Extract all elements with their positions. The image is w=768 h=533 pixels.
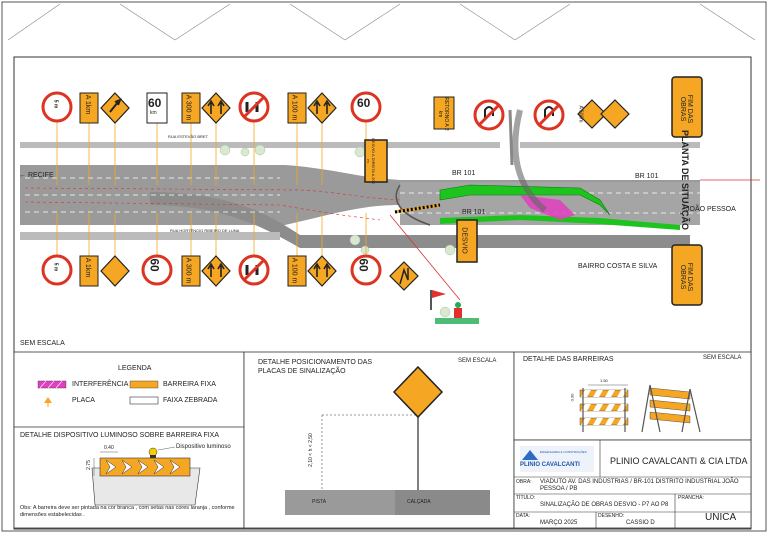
logo-text: PLINIO CAVALCANTI [520,462,580,468]
label-bairro: BAIRRO COSTA E SILVA [578,263,658,270]
dim-width: 0.40 [104,445,114,451]
detail-bar-scale: SEM ESCALA [703,355,742,361]
dim-top: 1.50 [600,378,608,383]
detail-pos-scale: SEM ESCALA [458,358,497,364]
sign-desvio-200: DESVIO A DIREITA A 200 m [366,138,376,184]
label-br101-b: BR 101 [635,173,659,180]
sign-a100-top: A 100 m [290,94,298,121]
detail-bar-title: DETALHE DAS BARREIRAS [523,356,614,363]
data-value: MARÇO 2025 [540,520,578,526]
sign-a300-top: A 300 m [184,94,192,121]
sign-a1km-top: A 1km [84,94,92,115]
speed-60-d: 60 [356,258,371,272]
legend-title: LEGENDA [118,365,152,372]
legend-interferencia: INTERFERÊNCIA [72,381,129,388]
plan-title: PLANTA DE SITUAÇÃO [680,130,690,230]
label-rua-bottom: RUA HORTÊNCIO RIBEIRO DE LUNA [170,228,240,233]
sign-a1km-bottom: A 1km [84,257,92,278]
speed-60-b: 60 [147,258,162,272]
barrier-drawing [579,384,701,433]
speed-60-c: 60 [357,96,371,110]
sign-a300-bottom: A 300 m [184,257,192,284]
legend-barreira: BARREIRA FIXA [163,381,216,388]
height-label: 2,10 < h < 2,50 [307,433,314,467]
detail-lum-note: Obs: A barreira deve ser pintada na cor … [20,505,235,519]
data-label: DATA: [516,513,530,519]
label-br101-c: BR 101 [462,209,486,216]
device-label: Dispositivo luminoso [176,444,231,450]
logo-subtext: ENGENHARIA & CONSTRUÇÕES [540,450,587,454]
speed-unit-a: km [150,110,157,116]
sign-a100-bottom: A 100 m [290,257,298,284]
dist-5m-top: 5 m [52,99,59,109]
legend-placa: PLACA [72,397,95,404]
titulo-value: SINALIZAÇÃO DE OBRAS DESVIO - P7 AO P8 [540,502,669,508]
plan-scale-note: SEM ESCALA [20,340,65,347]
sign-positioning-drawing [285,365,490,515]
sign-desvio: DESVIO [460,227,468,254]
luminous-barrier-drawing [91,446,201,506]
detail-lum-title: DETALHE DISPOSITIVO LUMINOSO SOBRE BARRE… [20,432,220,439]
label-joao-pessoa: JOÃO PESSOA [686,206,736,213]
label-rua-top: RUA ESTEVÃO BRET [168,134,209,139]
label-pista: PISTA [312,499,327,505]
prancha-value: UNICA [705,512,737,523]
desenho-label: DESENHO: [598,513,625,519]
sign-fim-obras-top: FIM DAS OBRAS [679,94,693,124]
label-br101-a: BR 101 [452,170,476,177]
label-calcada: CALÇADA [407,499,431,505]
titulo-label: TÍTULO: [516,495,536,501]
obra-value: VIADUTO AV. DAS INDÚSTRIAS / BR-101 DIST… [540,479,739,493]
desenho-value: CASSIO D [626,520,655,526]
sign-retorno: RETORNO A 2 km [437,97,449,131]
dist-5m-bottom: 5 m [52,262,59,272]
sign-a500: A 500m [577,105,584,123]
no-passing-sign-top [41,91,73,123]
company-name: PLINIO CAVALCANTI & CIA LTDA [610,456,748,466]
dim-height: 2.75 [85,460,92,470]
detail-pos-title: DETALHE POSICIONAMENTO DAS PLACAS DE SIN… [258,359,373,375]
sign-fim-obras-bottom: FIM DAS OBRAS [679,262,693,292]
dim-side: 0.30 [569,393,575,402]
obra-label: OBRA: [516,479,532,485]
legend-faixa-zebrada: FAIXA ZEBRADA [163,397,218,404]
label-recife: ← RECIFE [19,172,54,179]
speed-60-a: 60 [148,96,162,110]
prancha-label: PRANCHA: [678,495,704,501]
